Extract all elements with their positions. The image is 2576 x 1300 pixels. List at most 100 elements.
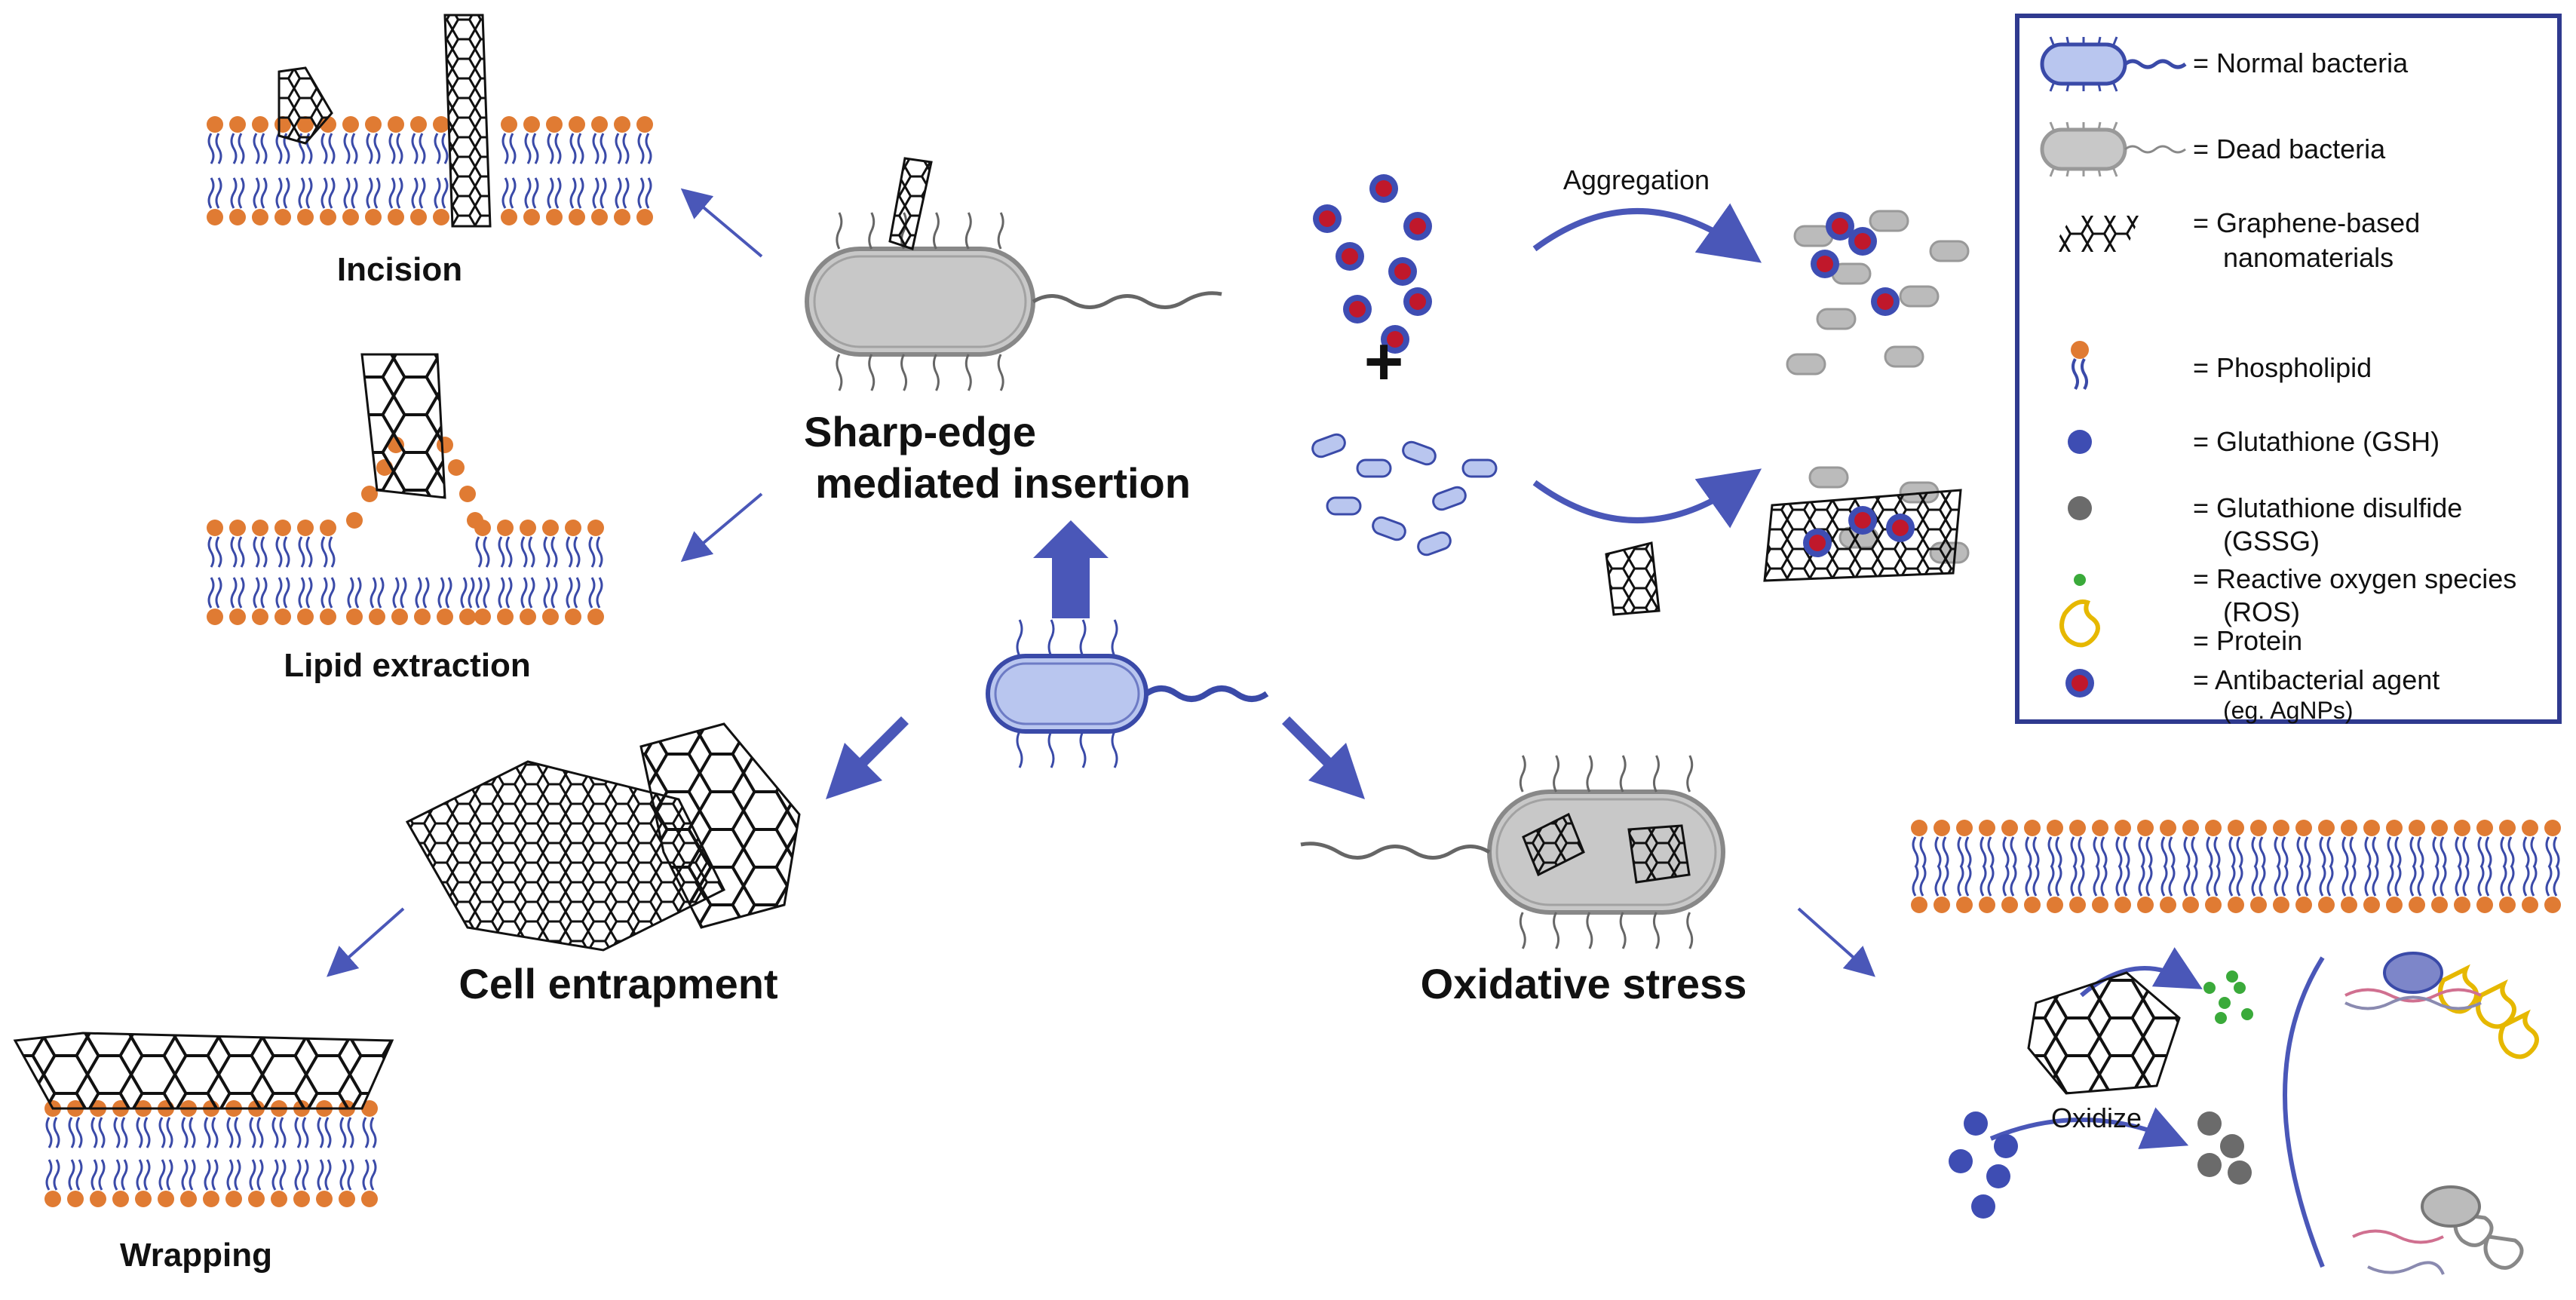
antibacterial-agent [1336,242,1364,271]
aggregated-bacterium [1929,240,1970,262]
phospholipid-head [346,609,363,625]
phospholipid-head [2499,897,2516,913]
arrow-to-lipid-extraction [680,492,763,563]
phospholipid-head [474,609,491,625]
phospholipid-head [542,520,559,536]
phospholipid-head [2001,820,2018,836]
incision-membrane [207,116,653,225]
cell-membrane-right [1911,820,2561,913]
phospholipid-head [158,1191,174,1207]
phospholipid-head [587,520,604,536]
label-sharp-edge-line2: mediated insertion [815,459,1191,507]
phospholipid-head [2160,820,2176,836]
arrow-down-right-oxidative [1282,716,1365,799]
arrow-aggregation [1532,203,1762,263]
phospholipid-head [361,486,378,502]
phospholipid-head [316,1191,333,1207]
arrows-layer [327,188,2325,1268]
graphene-aggregation-sheet [1763,489,1962,582]
label-aggregation: Aggregation [1562,164,1710,195]
phospholipid-head [501,116,517,133]
phospholipid-head [2318,820,2335,836]
phospholipid-head [2114,897,2131,913]
arrow-down-left-entrapment [826,716,909,799]
antibacterial-agent [1848,506,1877,535]
phospholipid-head [2341,820,2357,836]
lipid-extraction-membrane-right [474,520,604,625]
phospholipid-head [391,609,408,625]
legend-label-gssg-2: (GSSG) [2223,526,2320,556]
protein [2476,979,2516,1029]
phospholipid-head [229,209,246,225]
graphene-layer [13,14,2181,1110]
phospholipid-head [320,609,336,625]
phospholipid-head [44,1191,61,1207]
glutathione-disulfide [2228,1160,2252,1185]
small-bacterium [1372,516,1406,541]
graphene-lipid-extraction [360,353,446,499]
glutathione [1994,1134,2018,1158]
phospholipid-head [2522,820,2538,836]
small-bacterium [1356,458,1392,478]
particles-layer [1313,174,2539,1275]
phospholipid-head [433,116,449,133]
phospholipid-head [207,609,223,625]
phospholipid-head [297,609,314,625]
phospholipid-head [546,209,563,225]
phospholipid-head [2522,897,2538,913]
legend-label-agnp-2: (eg. AgNPs) [2223,697,2354,724]
phospholipid-head [112,1191,129,1207]
legend-label-gsh: = Glutathione (GSH) [2193,426,2440,457]
phospholipid-head [614,116,630,133]
phospholipid-head [433,209,449,225]
antibacterial-agent [1403,212,1432,241]
antibacterial-agent [1343,295,1372,323]
phospholipid-head [1911,820,1927,836]
label-wrapping: Wrapping [119,1237,273,1274]
phospholipid-head [2341,897,2357,913]
phospholipid-head [2499,820,2516,836]
legend-label-agnp: = Antibacterial agent [2193,664,2440,695]
phospholipid-head [2409,820,2425,836]
label-incision: Incision [336,251,463,288]
phospholipid-head [2318,897,2335,913]
phospholipid-head [2454,820,2470,836]
phospholipid-head [2273,897,2289,913]
phospholipid-head [569,209,585,225]
normal-bacteria-icon [2040,36,2187,92]
phospholipid-head [546,116,563,133]
phospholipid-head [2160,897,2176,913]
label-lipid-extraction: Lipid extraction [284,647,531,684]
membranes-layer [44,116,2561,1207]
phospholipid-head [2295,897,2312,913]
phospholipid-head [542,609,559,625]
phospholipid-head [2273,820,2289,836]
phospholipid-head [565,609,581,625]
phospholipid-head [271,1191,287,1207]
antibacterial-agent [1369,174,1398,203]
phospholipid-head [2069,897,2086,913]
phospholipid-head [252,209,268,225]
phospholipid-head [2544,820,2561,836]
phospholipid-head [523,209,540,225]
phospholipid-head [2363,820,2380,836]
small-bacterium [1311,433,1346,458]
protein-icon [2059,599,2100,648]
phospholipid-head [207,116,223,133]
damaged-protein [2483,1234,2524,1270]
legend-label-gssg: = Glutathione disulfide [2193,492,2463,523]
ros-icon [2074,574,2086,586]
phospholipid-head [2137,820,2154,836]
legend-icons [2040,36,2187,698]
legend-label-ros-2: (ROS) [2223,596,2300,627]
reactive-oxygen-species [2241,1008,2253,1020]
graphene-oxidative [2027,971,2181,1095]
dna-strand [2344,988,2482,1003]
phospholipid-head [365,209,382,225]
arrow-to-membrane-damage [1797,907,1875,977]
protein [2438,964,2479,1014]
wrapping-membrane [44,1100,378,1207]
glutathione [1986,1164,2010,1188]
phospholipid-head [293,1191,310,1207]
graphene-inside-cell-1 [1522,812,1585,877]
